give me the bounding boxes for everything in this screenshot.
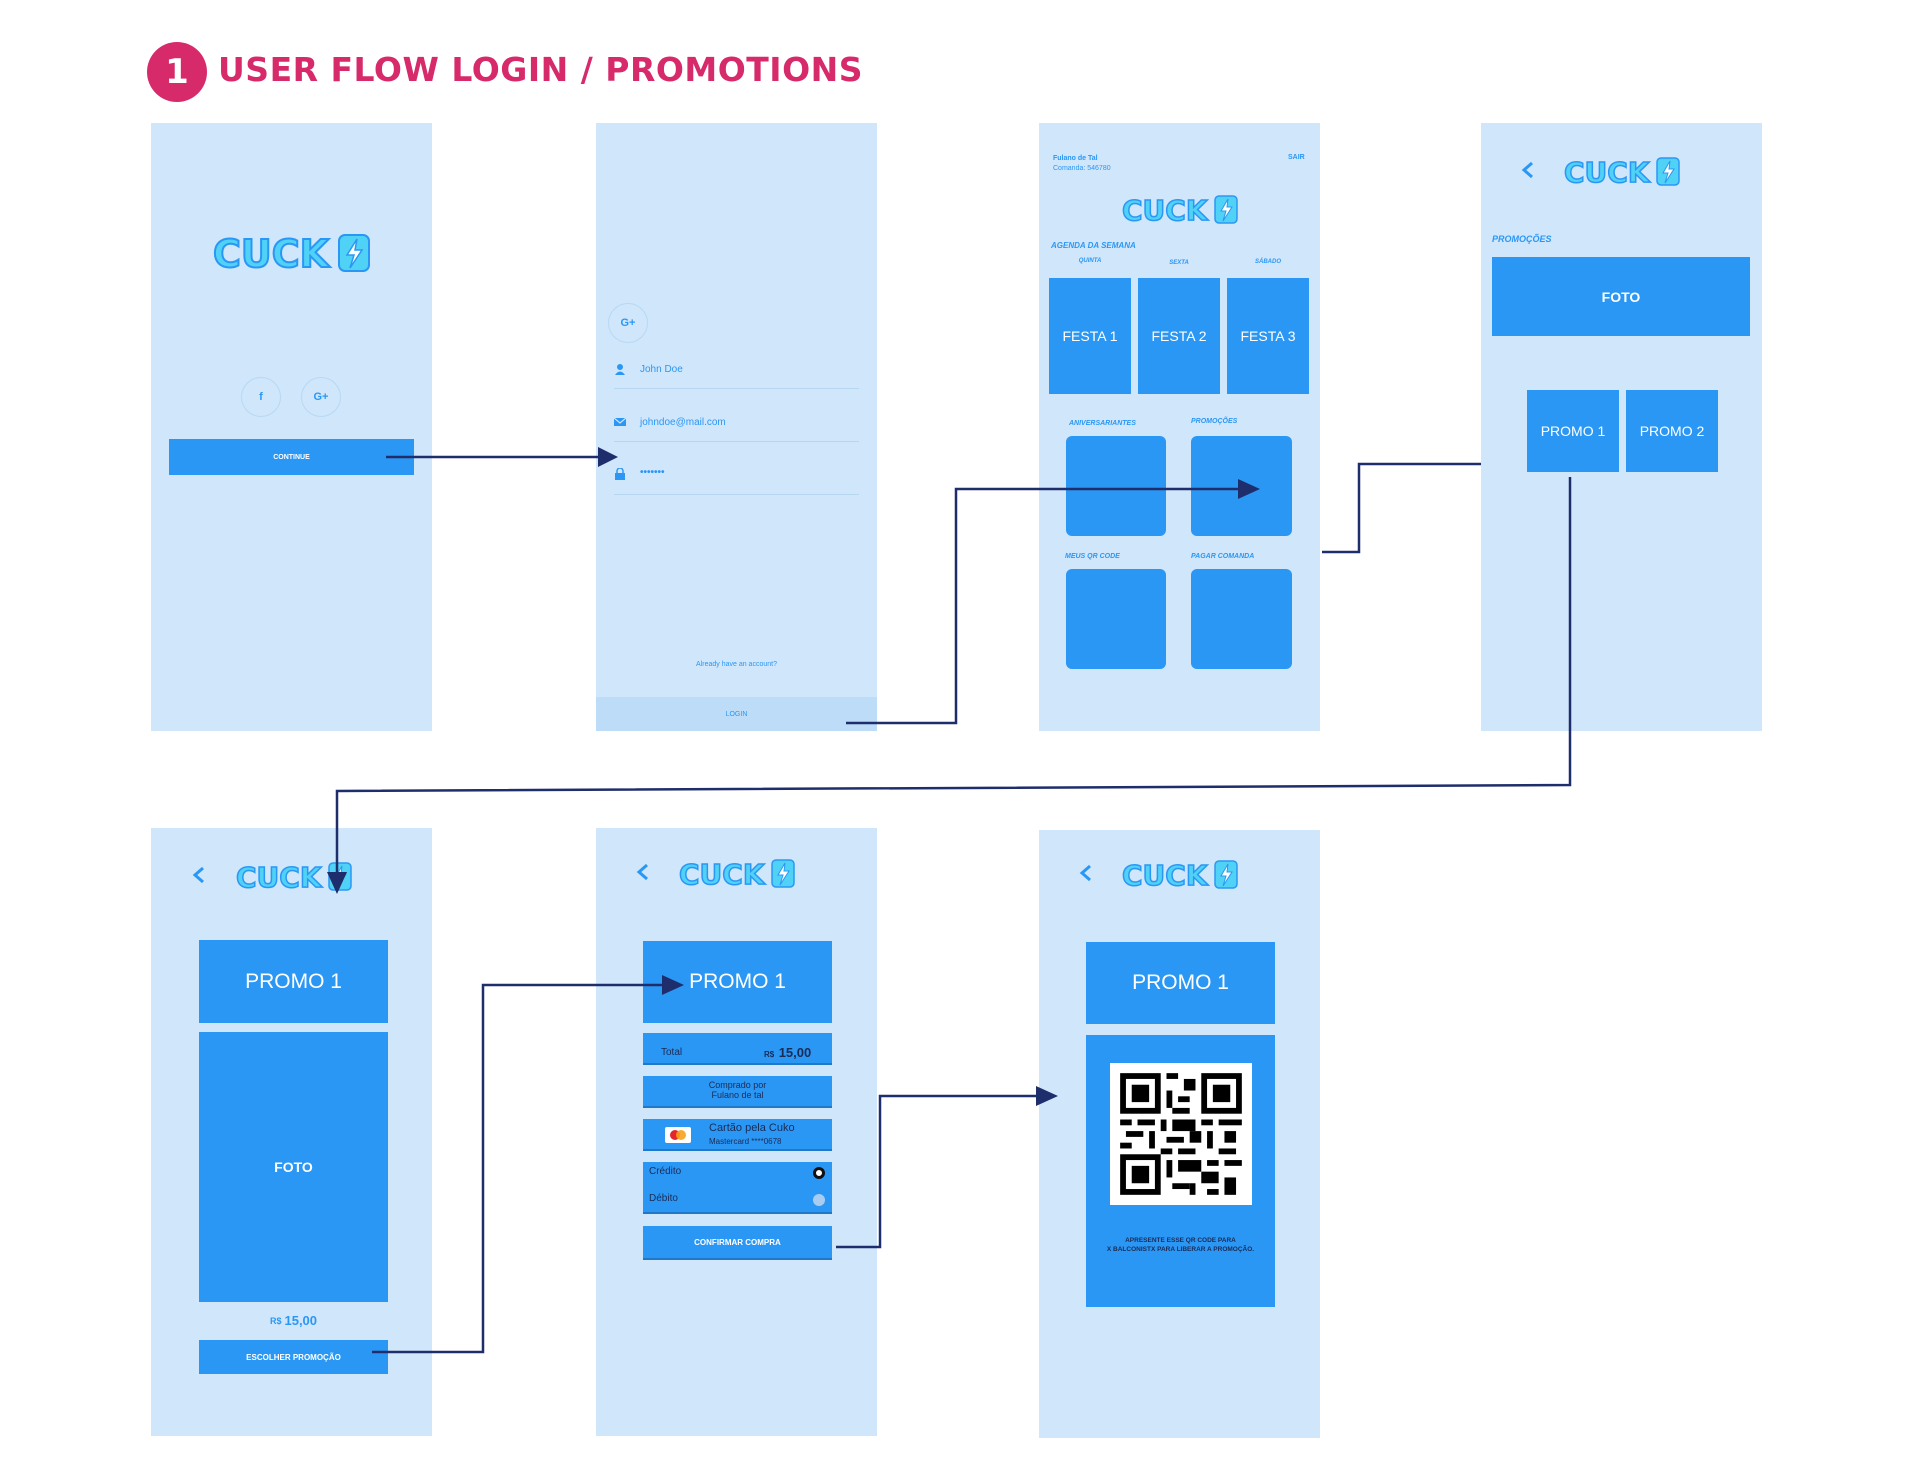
google-plus-icon[interactable]: G+ bbox=[301, 377, 341, 417]
promo-title: PROMO 1 bbox=[1086, 942, 1275, 1024]
agenda-title: AGENDA DA SEMANA bbox=[1051, 241, 1136, 250]
tile-label: PAGAR COMANDA bbox=[1191, 553, 1255, 560]
already-have-account-link[interactable]: Already have an account? bbox=[696, 661, 777, 668]
cucko-logo: CUCK bbox=[678, 857, 796, 897]
page-title: USER FLOW LOGIN / PROMOTIONS bbox=[218, 50, 864, 89]
cucko-logo: CUCK bbox=[1121, 193, 1239, 233]
password-field[interactable]: ••••••• bbox=[640, 467, 665, 478]
event-card[interactable]: FESTA 1 bbox=[1049, 278, 1131, 394]
back-chevron-icon[interactable] bbox=[189, 865, 209, 885]
qr-code bbox=[1110, 1063, 1252, 1205]
tile-label: ANIVERSARIANTES bbox=[1069, 420, 1136, 427]
bought-by-row: Comprado por Fulano de tal bbox=[643, 1076, 832, 1108]
user-icon bbox=[615, 364, 625, 375]
promo-price: R$ 15,00 bbox=[269, 1313, 318, 1328]
svg-text:CUCK: CUCK bbox=[1564, 156, 1651, 187]
login-button[interactable]: LOGIN bbox=[596, 697, 877, 731]
promo-title: PROMO 1 bbox=[199, 940, 388, 1023]
my-qr-codes-tile[interactable] bbox=[1066, 569, 1166, 669]
back-chevron-icon[interactable] bbox=[633, 862, 653, 882]
promo-title: PROMO 1 bbox=[643, 941, 832, 1023]
mastercard-icon bbox=[665, 1127, 691, 1143]
payment-method-group: Crédito Débito bbox=[643, 1162, 832, 1214]
svg-text:CUCK: CUCK bbox=[1122, 859, 1209, 890]
screen-promotions-list: CUCK PROMOÇÕES FOTO PROMO 1 PROMO 2 bbox=[1481, 123, 1762, 731]
mail-icon bbox=[614, 417, 626, 426]
card-row[interactable]: Cartão pela Cuko Mastercard ****0678 bbox=[643, 1119, 832, 1151]
qr-panel: APRESENTE ESSE QR CODE PARA X BALCONISTX… bbox=[1086, 1035, 1275, 1307]
birthdays-tile[interactable] bbox=[1066, 436, 1166, 536]
promo-card-1[interactable]: PROMO 1 bbox=[1527, 390, 1619, 472]
name-field[interactable]: John Doe bbox=[640, 364, 683, 375]
step-number-badge: 1 bbox=[147, 42, 207, 102]
cucko-logo: CUCK bbox=[1121, 858, 1239, 898]
screen-promo-detail: CUCK PROMO 1 FOTO R$ 15,00 ESCOLHER PROM… bbox=[151, 828, 432, 1436]
user-name: Fulano de Tal bbox=[1053, 155, 1098, 162]
event-card[interactable]: FESTA 2 bbox=[1138, 278, 1220, 394]
svg-text:CUCK: CUCK bbox=[1122, 194, 1209, 225]
qr-instruction-line-2: X BALCONISTX PARA LIBERAR A PROMOÇÃO. bbox=[1106, 1246, 1255, 1253]
flow-arrow bbox=[332, 477, 1572, 890]
divider bbox=[614, 441, 859, 442]
screen-signup: G+ John Doe johndoe@mail.com ••••••• Alr… bbox=[596, 123, 877, 731]
credit-radio[interactable] bbox=[813, 1167, 825, 1179]
qr-instruction-line-1: APRESENTE ESSE QR CODE PARA bbox=[1125, 1237, 1236, 1244]
confirm-purchase-button[interactable]: CONFIRMAR COMPRA bbox=[643, 1226, 832, 1260]
email-field[interactable]: johndoe@mail.com bbox=[640, 417, 726, 428]
lock-icon bbox=[615, 468, 625, 480]
flow-arrow bbox=[1322, 462, 1481, 554]
promo-card-2[interactable]: PROMO 2 bbox=[1626, 390, 1718, 472]
bolt-icon bbox=[1662, 160, 1675, 184]
facebook-icon[interactable]: f bbox=[241, 377, 281, 417]
logout-link[interactable]: SAIR bbox=[1288, 154, 1305, 161]
total-row: Total R$ 15,00 bbox=[643, 1033, 832, 1065]
google-plus-icon[interactable]: G+ bbox=[608, 303, 648, 343]
event-card[interactable]: FESTA 3 bbox=[1227, 278, 1309, 394]
screen-home: Fulano de Tal Comanda: 546780 SAIR CUCK … bbox=[1039, 123, 1320, 731]
promotions-tile[interactable] bbox=[1191, 436, 1292, 536]
tile-label: PROMOÇÕES bbox=[1191, 418, 1238, 425]
tile-label: MEUS QR CODE bbox=[1065, 553, 1120, 560]
svg-text:CUCK: CUCK bbox=[213, 232, 331, 275]
pay-comanda-tile[interactable] bbox=[1191, 569, 1292, 669]
back-chevron-icon[interactable] bbox=[1076, 863, 1096, 883]
cucko-logo: CUCK bbox=[235, 860, 353, 900]
back-chevron-icon[interactable] bbox=[1518, 160, 1538, 180]
debit-radio[interactable] bbox=[813, 1194, 825, 1206]
qr-code-icon bbox=[1120, 1073, 1242, 1195]
debit-option-label: Débito bbox=[649, 1193, 678, 1204]
promo-photo: FOTO bbox=[1492, 257, 1750, 336]
choose-promo-button[interactable]: ESCOLHER PROMOÇÃO bbox=[199, 1340, 388, 1374]
cucko-logo: CUCK bbox=[211, 231, 373, 275]
svg-text:CUCK: CUCK bbox=[679, 858, 766, 889]
screen-qr-code: CUCK PROMO 1 bbox=[1039, 830, 1320, 1438]
cucko-logo: CUCK bbox=[1563, 155, 1681, 195]
section-title: PROMOÇÕES bbox=[1492, 234, 1552, 244]
screen-checkout: CUCK PROMO 1 Total R$ 15,00 Comprado por… bbox=[596, 828, 877, 1436]
continue-button[interactable]: CONTINUE bbox=[169, 439, 414, 475]
svg-text:CUCK: CUCK bbox=[236, 861, 323, 892]
bolt-icon bbox=[1220, 198, 1233, 222]
credit-option-label: Crédito bbox=[649, 1166, 682, 1177]
day-label: SEXTA bbox=[1169, 260, 1189, 266]
comanda-number: Comanda: 546780 bbox=[1053, 165, 1111, 172]
screen-welcome: CUCK f G+ CONTINUE bbox=[151, 123, 432, 731]
divider bbox=[614, 388, 859, 389]
bolt-icon bbox=[345, 238, 364, 269]
promo-photo: FOTO bbox=[199, 1032, 388, 1302]
divider bbox=[614, 494, 859, 495]
day-label: QUINTA bbox=[1078, 258, 1102, 264]
day-label: SÁBADO bbox=[1254, 259, 1281, 265]
